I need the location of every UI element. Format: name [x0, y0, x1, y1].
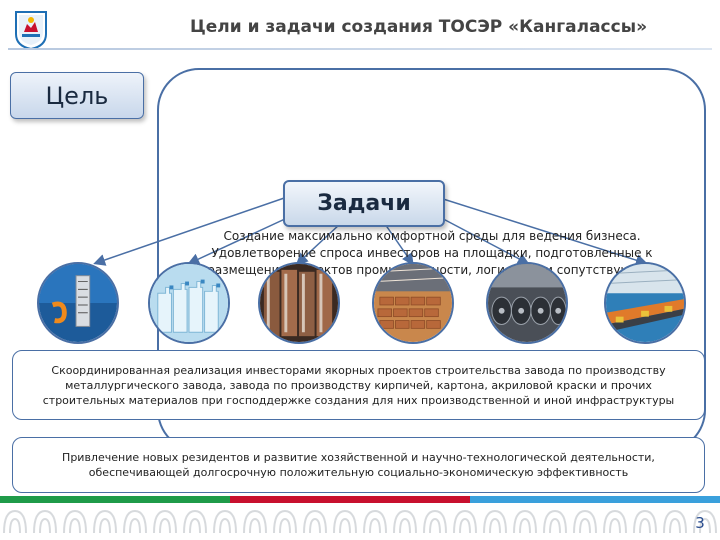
ornament-motif	[574, 511, 596, 533]
box2-line: Привлечение новых резидентов и развитие …	[62, 450, 655, 465]
ornament-motif	[484, 511, 506, 533]
production-line-icon	[604, 262, 686, 344]
ornament-motif	[454, 511, 476, 533]
tasks-line: Создание максимально комфортной среды дл…	[192, 228, 672, 245]
page-number: 3	[690, 514, 710, 532]
ornament-motif	[334, 511, 356, 533]
ornament-motif	[544, 511, 566, 533]
title-divider	[8, 48, 712, 50]
ornament-motif	[604, 511, 626, 533]
box2-line: обеспечивающей долгосрочную положительну…	[62, 465, 655, 480]
stripe-red	[230, 496, 470, 503]
box1-line: строительных материалов при господдержке…	[43, 393, 675, 408]
ornament-motif	[64, 511, 86, 533]
stripe-green	[0, 496, 230, 503]
ornament-band	[0, 503, 720, 540]
ornament-motif	[184, 511, 206, 533]
metal-profile-icon	[37, 262, 119, 344]
ornament-motif	[364, 511, 386, 533]
anchor-projects-box: Скоординированная реализация инвесторами…	[12, 350, 705, 420]
page-title: Цели и задачи создания ТОСЭР «Кангалассы…	[190, 17, 710, 37]
ornament-motif	[154, 511, 176, 533]
cardboard-rolls-icon	[486, 262, 568, 344]
tasks-box: Задачи	[283, 180, 445, 227]
ornament-motif	[124, 511, 146, 533]
ornament-motif	[4, 511, 26, 533]
ornament-motif	[304, 511, 326, 533]
pipes-icon	[258, 262, 340, 344]
brick-factory-icon	[372, 262, 454, 344]
box1-line: Скоординированная реализация инвесторами…	[43, 363, 675, 378]
ornament-motif	[34, 511, 56, 533]
ornament-motif	[274, 511, 296, 533]
ornament-motif	[514, 511, 536, 533]
goal-box: Цель	[10, 72, 144, 119]
ornament-motif	[214, 511, 236, 533]
footer-stripes	[0, 496, 720, 503]
ornament-motif	[94, 511, 116, 533]
stripe-blue	[470, 496, 720, 503]
ornament-motif	[664, 511, 686, 533]
ornament-motif	[244, 511, 266, 533]
logo	[14, 10, 48, 50]
ornament-motif	[634, 511, 656, 533]
tasks-line: Удовлетворение спроса инвесторов на площ…	[192, 245, 672, 262]
tasks-label: Задачи	[317, 191, 411, 216]
ornament-motif	[394, 511, 416, 533]
plastic-bottles-icon	[148, 262, 230, 344]
box1-line: металлургического завода, завода по прои…	[43, 378, 675, 393]
residents-box: Привлечение новых резидентов и развитие …	[12, 437, 705, 493]
ornament-motif	[424, 511, 446, 533]
goal-label: Цель	[46, 82, 109, 110]
